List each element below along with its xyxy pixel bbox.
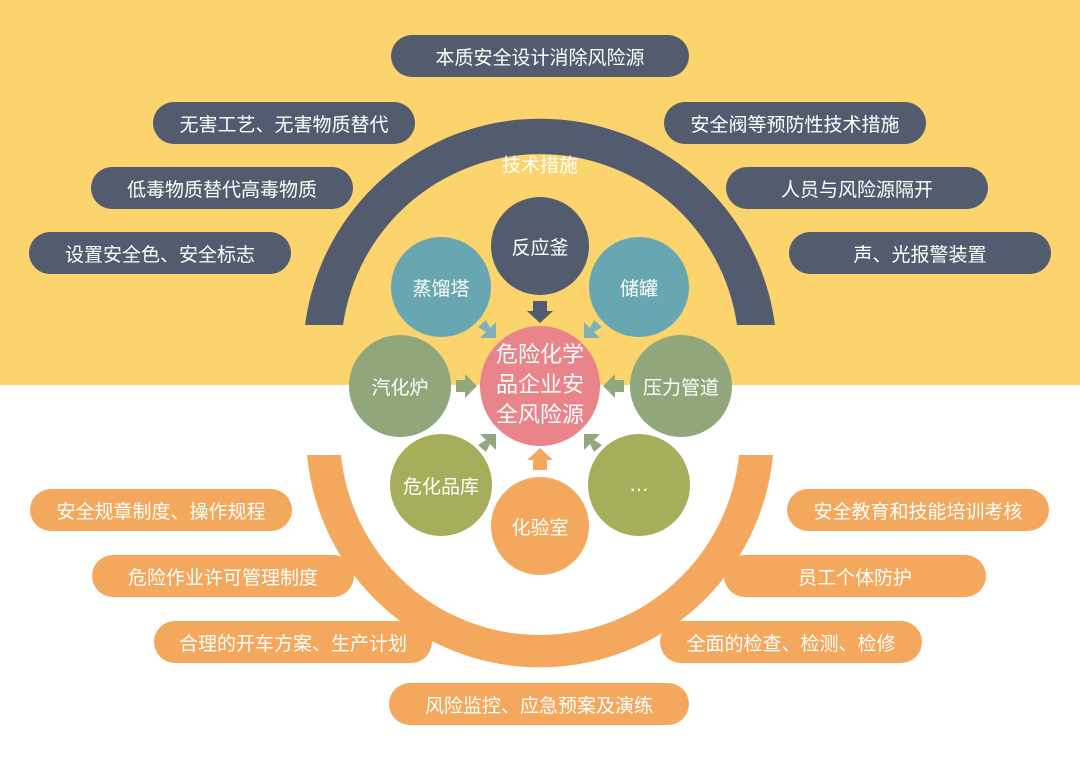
tech-measure-left-2: 低毒物质替代高毒物质 bbox=[91, 167, 353, 209]
node-laboratory: 化验室 bbox=[491, 477, 589, 575]
tech-measure-left-1: 无害工艺、无害物质替代 bbox=[153, 102, 415, 144]
arrows bbox=[456, 301, 624, 470]
node-label: 压力管道 bbox=[642, 376, 719, 399]
arrow-pressure-pipeline bbox=[603, 374, 624, 398]
technical-measures-label: 技术措施 bbox=[501, 154, 579, 177]
arrow-hazmat-warehouse bbox=[478, 434, 496, 452]
arrow-distillation-tower bbox=[478, 320, 496, 338]
tech-measure-right-3: 声、光报警装置 bbox=[789, 232, 1051, 274]
node-pressure-pipeline: 压力管道 bbox=[630, 335, 732, 437]
mgmt-measure-right-1: 安全教育和技能培训考核 bbox=[787, 489, 1049, 531]
node-storage-tank: 储罐 bbox=[589, 237, 689, 337]
tech-measure-right-1: 安全阀等预防性技术措施 bbox=[664, 102, 926, 144]
node-gasifier: 汽化炉 bbox=[349, 335, 451, 437]
node-label: … bbox=[629, 474, 649, 496]
tech-measure-right-2: 人员与风险源隔开 bbox=[726, 167, 988, 209]
management-measures-label: 管理措施 bbox=[501, 600, 579, 623]
arrow-gasifier bbox=[456, 374, 477, 398]
mgmt-measure-left-2: 危险作业许可管理制度 bbox=[92, 555, 354, 597]
center-risk-source: 危险化学品企业安全风险源 bbox=[480, 326, 600, 446]
technical-measures-arc bbox=[305, 118, 775, 325]
node-label: 汽化炉 bbox=[371, 376, 429, 399]
mgmt-measure-right-3: 全面的检查、检测、检修 bbox=[660, 621, 922, 663]
arrow-more bbox=[584, 434, 602, 452]
center-label: 危险化学品企业安全风险源 bbox=[495, 343, 584, 428]
node-label: 蒸馏塔 bbox=[412, 277, 470, 300]
arrow-laboratory bbox=[527, 448, 553, 470]
node-label: 反应釜 bbox=[511, 236, 569, 259]
arrow-reactor bbox=[527, 301, 553, 323]
mgmt-measure-bottom: 风险监控、应急预案及演练 bbox=[389, 683, 689, 725]
tech-measure-left-3: 设置安全色、安全标志 bbox=[29, 232, 291, 274]
mgmt-measure-right-2: 员工个体防护 bbox=[724, 555, 986, 597]
node-reactor: 反应釜 bbox=[491, 197, 589, 295]
node-label: 化验室 bbox=[511, 516, 569, 539]
management-measures-arc bbox=[307, 455, 773, 668]
node-label: 危化品库 bbox=[402, 475, 479, 498]
mgmt-measure-left-1: 安全规章制度、操作规程 bbox=[30, 489, 292, 531]
node-distillation-tower: 蒸馏塔 bbox=[391, 237, 491, 337]
node-hazmat-warehouse: 危化品库 bbox=[390, 434, 492, 536]
mgmt-measure-left-3: 合理的开车方案、生产计划 bbox=[154, 621, 432, 663]
node-more: … bbox=[588, 434, 690, 536]
tech-measure-top: 本质安全设计消除风险源 bbox=[391, 35, 689, 77]
arrow-storage-tank bbox=[584, 320, 602, 338]
node-label: 储罐 bbox=[619, 277, 658, 300]
